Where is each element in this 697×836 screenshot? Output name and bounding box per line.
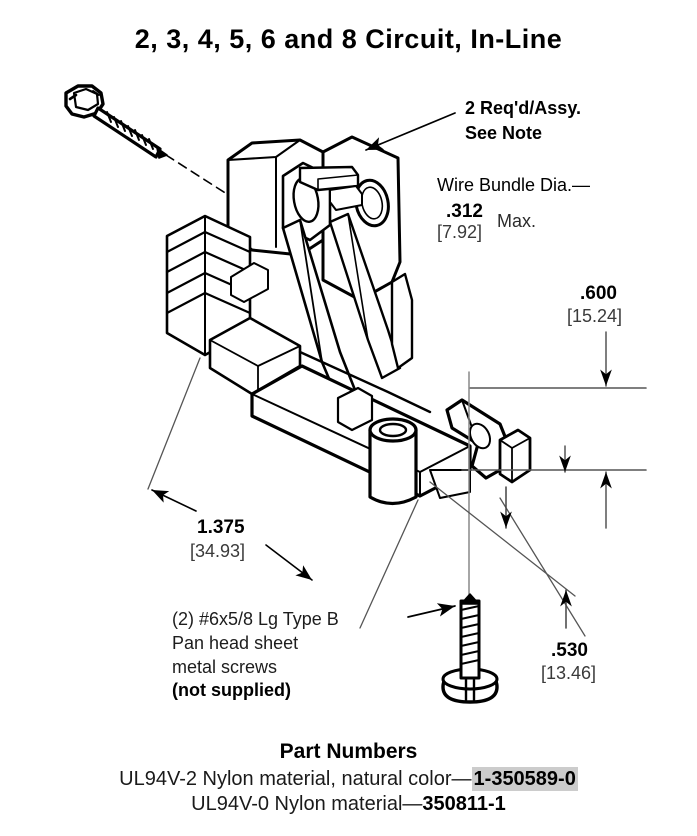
dimension-600-mm: [15.24] bbox=[567, 306, 623, 326]
extension-line-530-upper bbox=[429, 481, 576, 597]
part-number-2-value: 350811-1 bbox=[422, 793, 506, 815]
part-number-1-value: 1-350589-0 bbox=[471, 767, 578, 791]
callout-req-assy: 2 Req'd/Assy. See Note bbox=[465, 96, 581, 146]
dimension-530-mm: [13.46] bbox=[541, 663, 597, 683]
part-number-1-dash: — bbox=[451, 768, 472, 790]
extension-line-right-lower bbox=[359, 499, 419, 629]
part-number-2-material: UL94V-0 Nylon material bbox=[191, 793, 403, 815]
extension-line-left bbox=[147, 357, 201, 490]
mounting-hole bbox=[354, 178, 390, 228]
part-number-1-material: UL94V-2 Nylon material, natural color bbox=[119, 768, 452, 790]
screw-axis-dashed-line bbox=[165, 154, 231, 197]
page-title: 2, 3, 4, 5, 6 and 8 Circuit, In-Line bbox=[134, 24, 563, 54]
screw-note-line2: Pan head sheet bbox=[172, 632, 299, 653]
dimension-1375-mm: [34.93] bbox=[190, 541, 246, 561]
part-number-row-2: UL94V-0 Nylon material—350811-1 bbox=[0, 793, 697, 816]
part-number-row-1: UL94V-2 Nylon material, natural color—1-… bbox=[0, 767, 697, 791]
dim-arrow-1375-left bbox=[151, 489, 197, 512]
callout-wire-bundle-value-in: .312 bbox=[446, 201, 483, 222]
dimension-530-inches: .530 bbox=[551, 640, 588, 661]
leader-screw-note bbox=[407, 603, 456, 618]
screw-specification-note: (2) #6x5/8 Lg Type B Pan head sheet meta… bbox=[172, 608, 339, 703]
callout-req-assy-line2: See Note bbox=[465, 123, 543, 144]
part-numbers-heading: Part Numbers bbox=[279, 740, 418, 763]
screw-note-line4: (not supplied) bbox=[172, 680, 291, 701]
screw-note-line1: (2) #6x5/8 Lg Type B bbox=[172, 609, 339, 629]
pan-head-screw-icon-top bbox=[64, 84, 168, 159]
pan-head-screw-icon-bottom bbox=[441, 593, 499, 704]
callout-wire-bundle-label: Wire Bundle Dia.— bbox=[437, 175, 591, 195]
screw-note-line3: metal screws bbox=[172, 656, 278, 677]
cylindrical-boss bbox=[368, 417, 418, 506]
dimension-600-inches: .600 bbox=[580, 283, 617, 304]
dimension-1375-inches: 1.375 bbox=[197, 517, 245, 538]
callout-req-assy-line1: 2 Req'd/Assy. bbox=[465, 98, 581, 118]
dim-arrow-1375-right bbox=[265, 544, 313, 581]
extension-line-530-lower bbox=[499, 497, 586, 637]
callout-wire-bundle-qualifier: Max. bbox=[497, 211, 537, 231]
leader-req-assy bbox=[365, 112, 456, 151]
part-number-2-dash: — bbox=[402, 793, 423, 815]
callout-wire-bundle-value-mm: [7.92] bbox=[437, 222, 483, 242]
